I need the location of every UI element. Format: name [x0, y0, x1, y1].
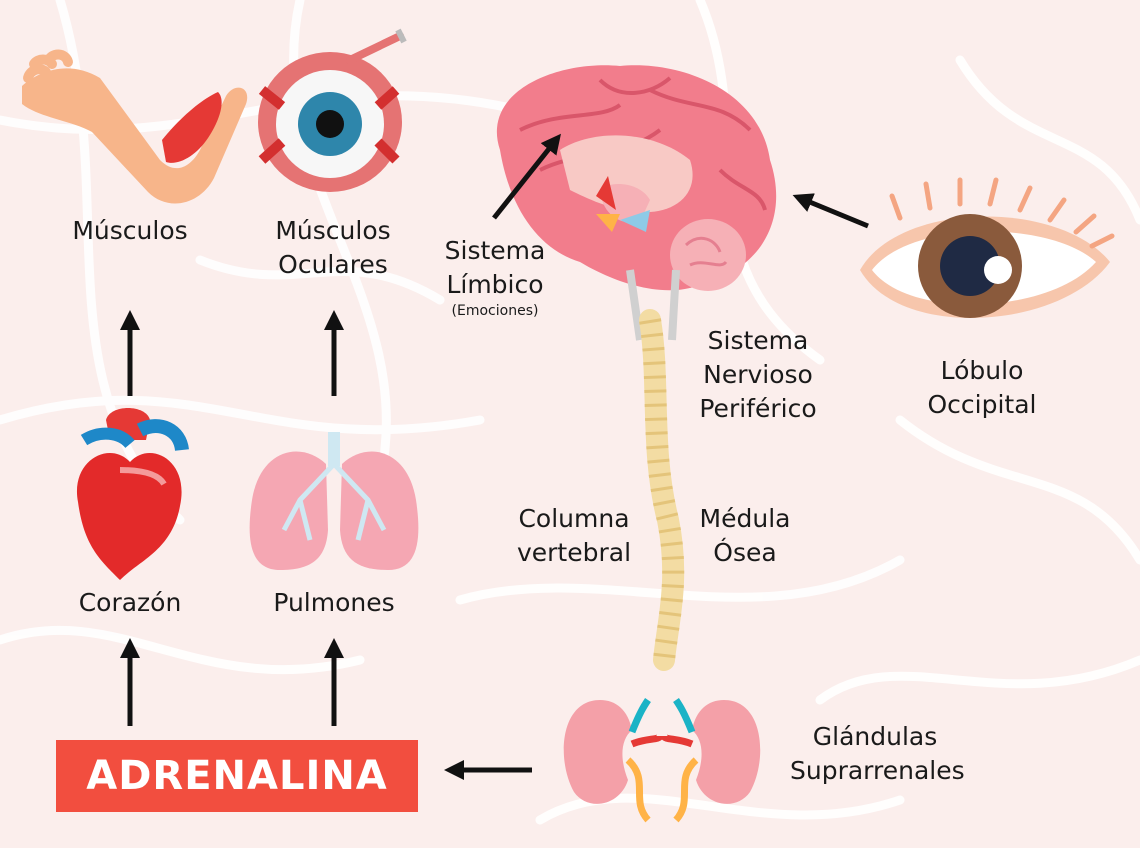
label-sistema-limbico: Sistema Límbico (Emociones) — [426, 234, 564, 320]
label-pulmones: Pulmones — [254, 586, 414, 620]
adrenalina-label: ADRENALINA — [86, 753, 388, 799]
label-corazon: Corazón — [60, 586, 200, 620]
arrow-eye-brain — [800, 198, 868, 226]
label-glandulas-suprarrenales: Glándulas Suprarrenales — [790, 720, 960, 788]
heart-icon — [77, 408, 182, 580]
label-columna-vertebral: Columna vertebral — [506, 502, 642, 570]
label-musculos-oculares: Músculos Oculares — [258, 214, 408, 282]
eye-icon — [860, 180, 1112, 318]
lungs-icon — [250, 432, 419, 570]
label-musculos: Músculos — [60, 214, 200, 248]
label-medula-osea: Médula Ósea — [690, 502, 800, 570]
arm-icon — [22, 55, 247, 204]
label-lobulo-occipital: Lóbulo Occipital — [914, 354, 1050, 422]
eyeball-icon — [258, 30, 404, 192]
label-emociones: (Emociones) — [426, 302, 564, 320]
kidneys-icon — [564, 700, 760, 820]
adrenalina-box: ADRENALINA — [56, 740, 418, 812]
label-sistema-nervioso: Sistema Nervioso Periférico — [690, 324, 826, 426]
spine-icon — [650, 320, 673, 660]
